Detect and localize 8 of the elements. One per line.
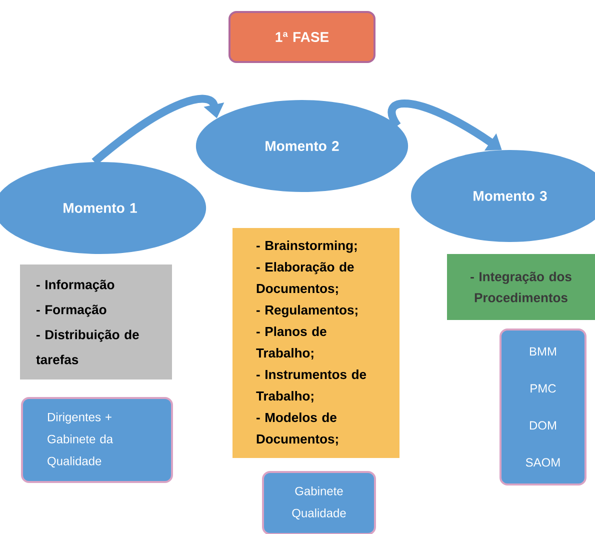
participants-box: Gabinete Qualidade bbox=[262, 471, 376, 534]
phase-box: 1ª FASE bbox=[228, 11, 376, 63]
participants-box: BMM PMC DOM SAOM bbox=[500, 328, 586, 486]
participants-box: Dirigentes + Gabinete da Qualidade bbox=[21, 397, 173, 483]
task-list-box: - Integração dos Procedimentos bbox=[447, 254, 595, 320]
task-list-box: - Brainstorming; - Elaboração de Documentos; - Regulamentos; - Planos de Trabalho; - Instrumentos de Trabalho; - Modelos de Documentos; bbox=[232, 228, 400, 458]
curved-arrow bbox=[92, 94, 224, 165]
task-list-box: - Informação - Formação - Distribuição de tarefas bbox=[20, 264, 172, 380]
